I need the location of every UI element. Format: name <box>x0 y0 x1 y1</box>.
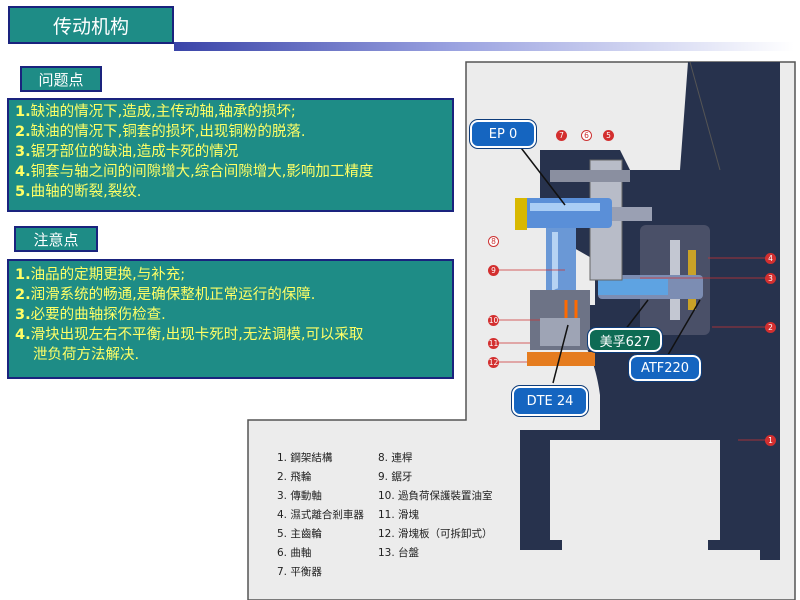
gear-plate <box>550 170 630 182</box>
callout-dte24: DTE 24 <box>511 385 589 417</box>
legend-item: 7. 平衡器 <box>277 566 322 578</box>
slide-plate <box>527 352 595 366</box>
marker-10: 10 <box>488 315 499 326</box>
crank-shaft-hi <box>530 203 600 211</box>
crank-end-cap <box>515 198 527 230</box>
connecting-rod <box>546 228 576 298</box>
con-rod-hi <box>552 232 558 292</box>
callout-ep0: EP 0 <box>469 119 537 149</box>
marker-11: 11 <box>488 338 499 349</box>
title-rule <box>174 42 794 51</box>
problem-item: 3.锯牙部位的缺油,造成卡死的情况 <box>15 144 239 160</box>
note-item: 4.滑块出现左右不平衡,出现卡死时,无法调模,可以采取 <box>15 327 364 343</box>
marker-1: 1 <box>765 435 776 446</box>
bed-step-left <box>548 540 562 550</box>
legend-item: 13. 台盤 <box>378 547 420 559</box>
problem-item: 5.曲轴的断裂,裂纹. <box>15 184 142 200</box>
callout-atf220: ATF220 <box>628 354 702 382</box>
guide-line <box>689 61 721 171</box>
marker-7: 7 <box>556 130 567 141</box>
dte-pointer <box>552 324 569 384</box>
note-item: 2.润滑系统的畅通,是确保整机正常运行的保障. <box>15 287 316 303</box>
legend-item: 5. 主齒輪 <box>277 528 322 540</box>
bed-plate <box>520 430 760 440</box>
bed-right <box>720 430 760 550</box>
marker-9: 9 <box>488 265 499 276</box>
slide-title: 传动机构 <box>8 6 174 44</box>
marker-8: 8 <box>488 236 499 247</box>
callout-meifu627: 美孚627 <box>587 327 663 353</box>
legend-item: 11. 滑塊 <box>378 509 420 521</box>
problem-item: 4.铜套与轴之间的间隙增大,综合间隙增大,影响加工精度 <box>15 164 374 180</box>
meifu-pointer <box>624 299 649 331</box>
drive-shaft-blue <box>598 279 668 295</box>
atf-pointer <box>664 299 701 361</box>
notes-panel: 1.油品的定期更换,与补充; 2.润滑系统的畅通,是确保整机正常运行的保障. 3… <box>7 259 454 379</box>
legend-item: 2. 飛輪 <box>277 471 312 483</box>
marker-4: 4 <box>765 253 776 264</box>
marker-6: 6 <box>581 130 592 141</box>
legend-item: 9. 鋸牙 <box>378 471 413 483</box>
legend-item: 10. 過負荷保護裝置油室 <box>378 490 493 502</box>
legend-item: 4. 濕式離合剎車器 <box>277 509 364 521</box>
marker-5: 5 <box>603 130 614 141</box>
marker-3: 3 <box>765 273 776 284</box>
crank-journal <box>612 207 652 221</box>
bed-left <box>520 430 550 550</box>
ep0-pointer <box>514 139 566 206</box>
legend-item: 6. 曲軸 <box>277 547 312 559</box>
notes-heading: 注意点 <box>14 226 98 252</box>
legend-item: 12. 滑塊板（可拆卸式） <box>378 528 493 540</box>
bed-step-right <box>708 540 722 550</box>
legend-item: 8. 連桿 <box>378 452 413 464</box>
note-item-continued: 泄负荷方法解决. <box>33 347 140 363</box>
overload-chamber <box>540 318 580 346</box>
marker-12: 12 <box>488 357 499 368</box>
problems-panel: 1.缺油的情况下,造成,主传动轴,轴承的损坏; 2.缺油的情况下,铜套的损坏,出… <box>7 98 454 212</box>
crank-shaft <box>522 198 612 228</box>
legend-item: 1. 鋼架結構 <box>277 452 333 464</box>
marker-2: 2 <box>765 322 776 333</box>
problem-item: 1.缺油的情况下,造成,主传动轴,轴承的损坏; <box>15 104 296 120</box>
problem-item: 2.缺油的情况下,铜套的损坏,出现铜粉的脱落. <box>15 124 306 140</box>
note-item: 3.必要的曲轴探伤检查. <box>15 307 166 323</box>
problems-heading: 问题点 <box>20 66 102 92</box>
note-item: 1.油品的定期更换,与补充; <box>15 267 186 283</box>
legend-item: 3. 傳動軸 <box>277 490 322 502</box>
